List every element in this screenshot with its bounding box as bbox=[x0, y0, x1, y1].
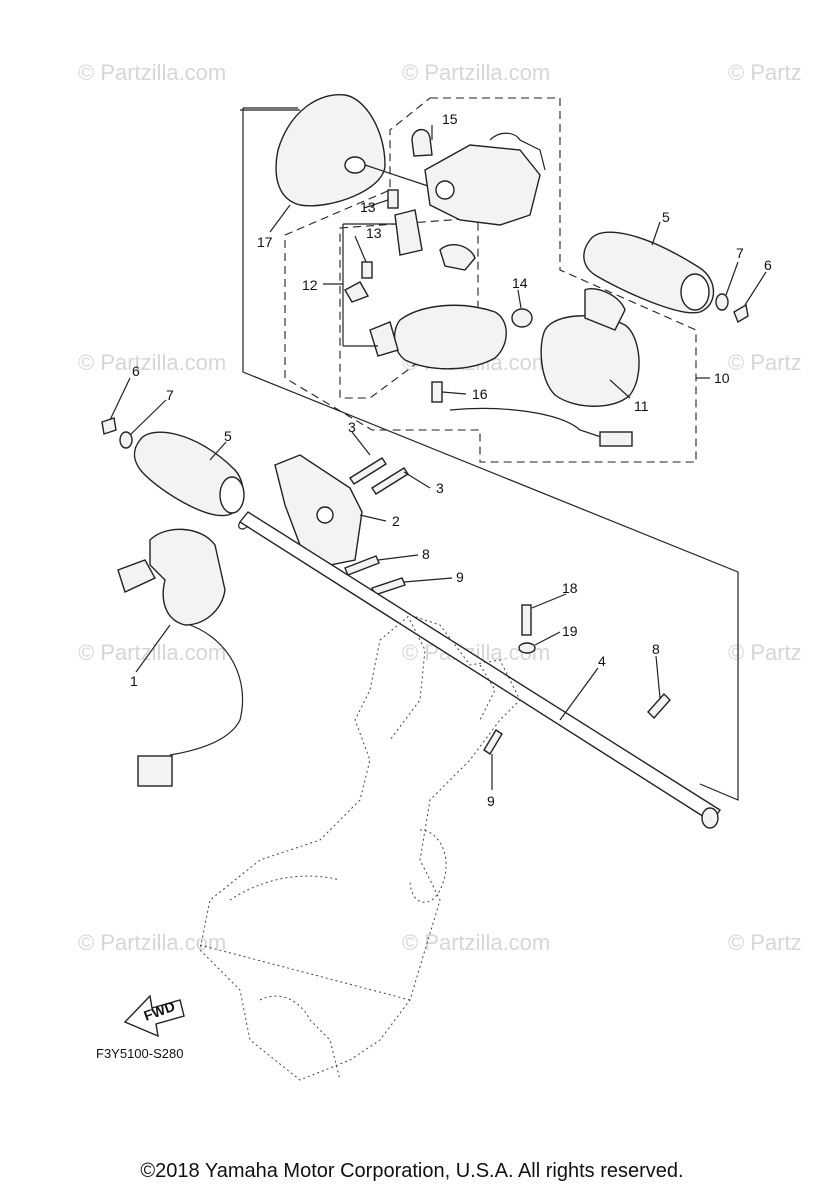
switch-cluster bbox=[393, 304, 507, 370]
callout-19: 19 bbox=[562, 623, 578, 639]
steering-column bbox=[199, 614, 521, 1081]
steering-column-edge bbox=[409, 829, 447, 903]
watermark: © Partzilla.com bbox=[78, 640, 226, 665]
spring-coil bbox=[439, 244, 476, 271]
watermark: © Partz bbox=[728, 640, 802, 665]
screw bbox=[733, 303, 749, 324]
assembly-outline bbox=[242, 108, 739, 801]
grip-end-hole bbox=[219, 476, 245, 514]
callout-7: 7 bbox=[736, 245, 744, 261]
switch-plunger bbox=[394, 209, 423, 256]
screw bbox=[483, 729, 503, 755]
screw bbox=[387, 189, 399, 209]
washer bbox=[119, 431, 133, 449]
callout-18: 18 bbox=[562, 580, 578, 596]
callout-8: 8 bbox=[422, 546, 430, 562]
screw bbox=[371, 467, 409, 495]
plunger bbox=[369, 321, 399, 357]
housing-hole bbox=[316, 506, 334, 524]
throttle-lever bbox=[149, 528, 226, 626]
callout-3: 3 bbox=[436, 480, 444, 496]
handlebar-end bbox=[238, 521, 249, 530]
screw bbox=[349, 457, 387, 485]
housing-hole bbox=[435, 180, 455, 200]
screw bbox=[344, 555, 380, 576]
watermark: © Partzilla.com bbox=[402, 930, 550, 955]
callout-3: 3 bbox=[348, 419, 356, 435]
connector bbox=[599, 431, 633, 447]
callout-13: 13 bbox=[366, 225, 382, 241]
callout-13: 13 bbox=[360, 199, 376, 215]
callout-5-left: 5 bbox=[224, 428, 232, 444]
fwd-arrow: FWD bbox=[123, 994, 185, 1038]
switch-cover bbox=[275, 94, 386, 207]
screw bbox=[647, 692, 671, 720]
callout-10: 10 bbox=[714, 370, 730, 386]
steering-column-edge bbox=[389, 619, 426, 741]
watermark: © Partzilla.com bbox=[78, 930, 226, 955]
callout-labels: 15 17 5 7 6 13 13 12 14 16 11 10 6 7 5 3… bbox=[130, 111, 772, 809]
screw bbox=[371, 577, 406, 596]
watermark: © Partzilla.com bbox=[402, 60, 550, 85]
watermark: © Partz bbox=[728, 60, 802, 85]
screw bbox=[361, 261, 373, 279]
screw bbox=[431, 381, 443, 403]
wire-harness bbox=[449, 407, 611, 441]
callout-7-left: 7 bbox=[166, 387, 174, 403]
callout-2: 2 bbox=[392, 513, 400, 529]
steering-column-edge bbox=[259, 995, 341, 1081]
screw bbox=[101, 417, 117, 435]
grip-left bbox=[133, 431, 244, 517]
wire-lead bbox=[489, 132, 546, 171]
handlebar bbox=[238, 511, 721, 823]
callout-11: 11 bbox=[634, 398, 649, 414]
fwd-arrow-shape bbox=[123, 994, 185, 1038]
callout-6-left: 6 bbox=[132, 363, 140, 379]
steering-column-edge bbox=[229, 875, 341, 901]
switch-housing-upper bbox=[424, 144, 541, 226]
bolt bbox=[521, 604, 532, 636]
washer bbox=[518, 642, 536, 654]
callout-15: 15 bbox=[442, 111, 458, 127]
watermark: © Partzilla.com bbox=[78, 350, 226, 375]
throttle-connector bbox=[137, 755, 173, 787]
watermark: © Partzilla.com bbox=[78, 60, 226, 85]
callout-14: 14 bbox=[512, 275, 528, 291]
handlebar-end-cap bbox=[701, 807, 719, 829]
switch-cover-hole bbox=[344, 156, 366, 174]
callout-9: 9 bbox=[456, 569, 464, 585]
spring bbox=[584, 288, 626, 331]
washer bbox=[715, 293, 729, 311]
callout-9-right: 9 bbox=[487, 793, 495, 809]
switch-assembly-boundary bbox=[284, 97, 697, 463]
spring-small bbox=[511, 308, 533, 328]
callout-16: 16 bbox=[472, 386, 488, 402]
callout-6: 6 bbox=[764, 257, 772, 273]
button-cap bbox=[411, 128, 433, 157]
callout-4: 4 bbox=[598, 653, 606, 669]
throttle-cable bbox=[169, 624, 244, 756]
leader-lines bbox=[109, 125, 767, 790]
callout-17: 17 bbox=[257, 234, 273, 250]
callout-8-right: 8 bbox=[652, 641, 660, 657]
callout-5: 5 bbox=[662, 209, 670, 225]
callout-1: 1 bbox=[130, 673, 138, 689]
watermark: © Partz bbox=[728, 930, 802, 955]
terminal bbox=[344, 281, 370, 303]
lever-tab bbox=[117, 559, 156, 593]
copyright-notice: ©2018 Yamaha Motor Corporation, U.S.A. A… bbox=[140, 1160, 684, 1182]
steering-column-edge bbox=[199, 944, 411, 1001]
diagram-code: F3Y5100-S280 bbox=[96, 1046, 183, 1061]
steering-column-edge bbox=[479, 664, 496, 721]
grip-end-hole bbox=[680, 273, 710, 311]
watermark: © Partz bbox=[728, 350, 802, 375]
callout-12: 12 bbox=[302, 277, 318, 293]
